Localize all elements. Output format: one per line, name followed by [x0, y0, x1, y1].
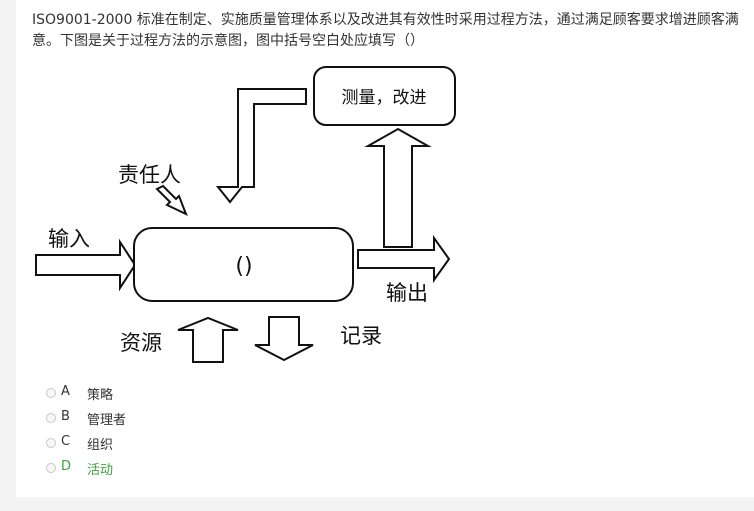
option-c-text: 组织 [87, 438, 114, 453]
option-b-letter: B [61, 409, 70, 424]
output-arrow [357, 234, 451, 284]
records-down-arrow [254, 316, 314, 362]
process-box [133, 227, 354, 302]
resources-up-arrow [177, 316, 239, 363]
output-label: 输出 [386, 281, 428, 305]
resources-label: 资源 [120, 331, 162, 355]
answer-options: A 策略 B 管理者 C 组织 D 活动 [46, 382, 246, 482]
radio-a[interactable] [46, 388, 56, 398]
option-b-text: 管理者 [87, 413, 127, 428]
records-label: 记录 [340, 324, 382, 348]
radio-d[interactable] [46, 463, 56, 473]
process-label: () [235, 254, 252, 279]
option-d[interactable]: D 活动 [46, 457, 246, 482]
measure-box-label: 测量，改进 [342, 88, 427, 108]
responsible-arrow [155, 184, 188, 216]
feedback-arrow [215, 88, 307, 204]
option-a[interactable]: A 策略 [46, 382, 246, 407]
option-d-letter: D [61, 459, 72, 474]
process-approach-diagram: 测量，改进 责任人 输入 () 输出 资源 记录 [35, 66, 456, 363]
responsible-label: 责任人 [118, 163, 181, 187]
measure-improve-box [313, 66, 456, 126]
option-a-text: 策略 [87, 388, 114, 403]
option-c-letter: C [61, 434, 71, 449]
input-arrow [35, 238, 137, 292]
radio-c[interactable] [46, 438, 56, 448]
radio-b[interactable] [46, 413, 56, 423]
input-label: 输入 [48, 227, 90, 251]
question-text: ISO9001-2000 标准在制定、实施质量管理体系以及改进其有效性时采用过程… [32, 12, 739, 49]
option-b[interactable]: B 管理者 [46, 407, 246, 432]
option-c[interactable]: C 组织 [46, 432, 246, 457]
option-d-text: 活动 [87, 463, 114, 478]
option-a-letter: A [61, 384, 70, 399]
measure-up-arrow [364, 127, 432, 248]
